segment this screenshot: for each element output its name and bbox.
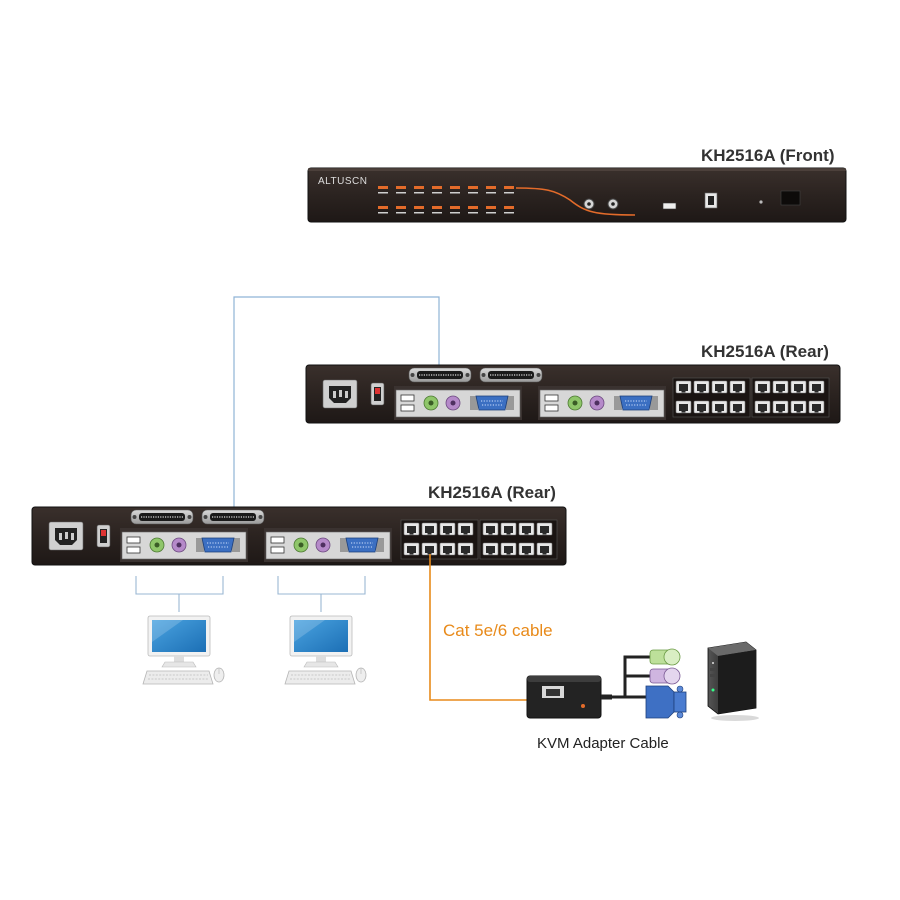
vga-port-icon <box>645 685 675 719</box>
console-port-group <box>121 531 247 560</box>
front-unit-label: KH2516A (Front) <box>701 146 835 165</box>
console-workstation-2 <box>284 615 367 685</box>
rj45-port-icon <box>480 520 557 559</box>
chain-port-in <box>408 367 472 383</box>
power-socket-icon <box>322 379 385 409</box>
chain-port-out <box>479 367 543 383</box>
chain-port-in <box>130 509 194 525</box>
daisy-chain-cable <box>233 296 440 518</box>
rear-unit-bottom-label: KH2516A (Rear) <box>428 483 556 502</box>
rj45-port-icon <box>401 520 478 559</box>
rear-unit-top-label: KH2516A (Rear) <box>701 342 829 361</box>
console-workstation-1 <box>142 615 225 685</box>
power-socket-icon <box>48 521 111 551</box>
console-port-group <box>539 389 665 418</box>
console-port-group <box>395 389 521 418</box>
console-connection-lines <box>135 576 366 612</box>
chain-port-out <box>201 509 265 525</box>
port-led-rows <box>378 186 514 209</box>
kvm-rear-unit-top: KH2516A (Rear) <box>305 342 841 424</box>
rj45-port-icon <box>752 378 829 417</box>
cat-cable-label: Cat 5e/6 cable <box>443 621 553 640</box>
kvm-rear-unit-bottom: KH2516A (Rear) <box>31 483 567 566</box>
brand-logo: ALTUSCN <box>318 176 367 187</box>
pc-tower-icon <box>707 641 759 721</box>
kvm-front-unit: ALTUSCN KH2516A (Front) <box>307 146 847 223</box>
cat-cable <box>429 554 527 701</box>
rj45-port-icon <box>673 378 750 417</box>
console-port-group <box>265 531 391 560</box>
adapter-cable-label: KVM Adapter Cable <box>537 735 669 752</box>
usb-port-icon <box>662 202 677 210</box>
adapter-cable-icon <box>526 648 687 719</box>
